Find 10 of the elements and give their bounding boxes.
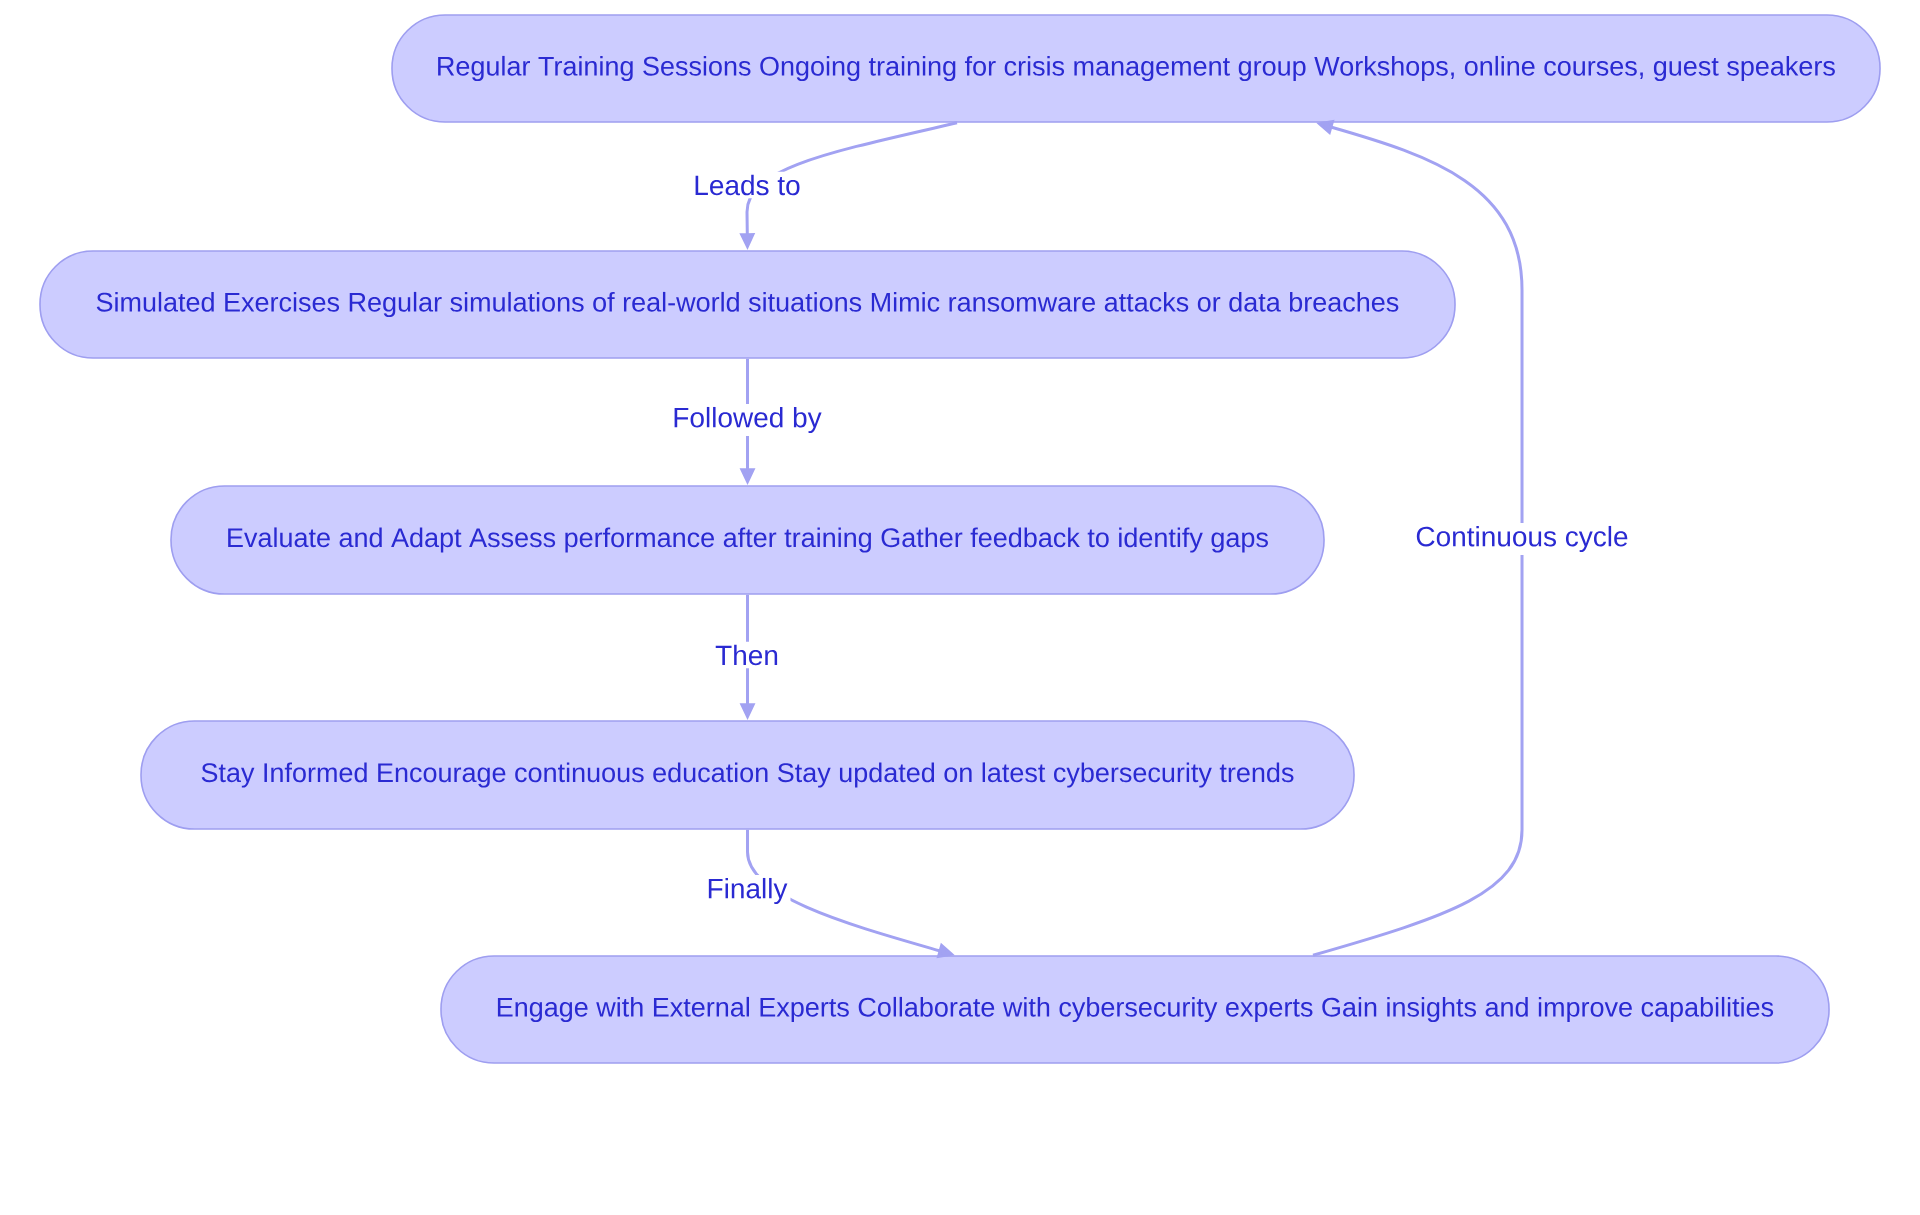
process-box: Stay Informed Encourage continuous education Stay updated on latest cybersecurity trends	[140, 720, 1355, 830]
process-box: Evaluate and Adapt Assess performance after training Gather feedback to identify gaps	[170, 485, 1325, 595]
process-box: Engage with External Experts Collaborate with cybersecurity experts Gain insights and improve capabilities	[440, 955, 1830, 1064]
edge-label: Continuous cycle	[1412, 522, 1632, 556]
edge-label: Finally	[703, 874, 791, 908]
process-box: Regular Training Sessions Ongoing training for crisis management group Workshops, online courses, guest speakers	[391, 14, 1881, 123]
edge-label: Followed by	[669, 403, 825, 437]
process-box: Simulated Exercises Regular simulations of real-world situations Mimic ransomware attacks or data breaches	[39, 250, 1456, 359]
edge-label: Leads to	[690, 171, 804, 199]
edge-label: Then	[712, 641, 782, 669]
